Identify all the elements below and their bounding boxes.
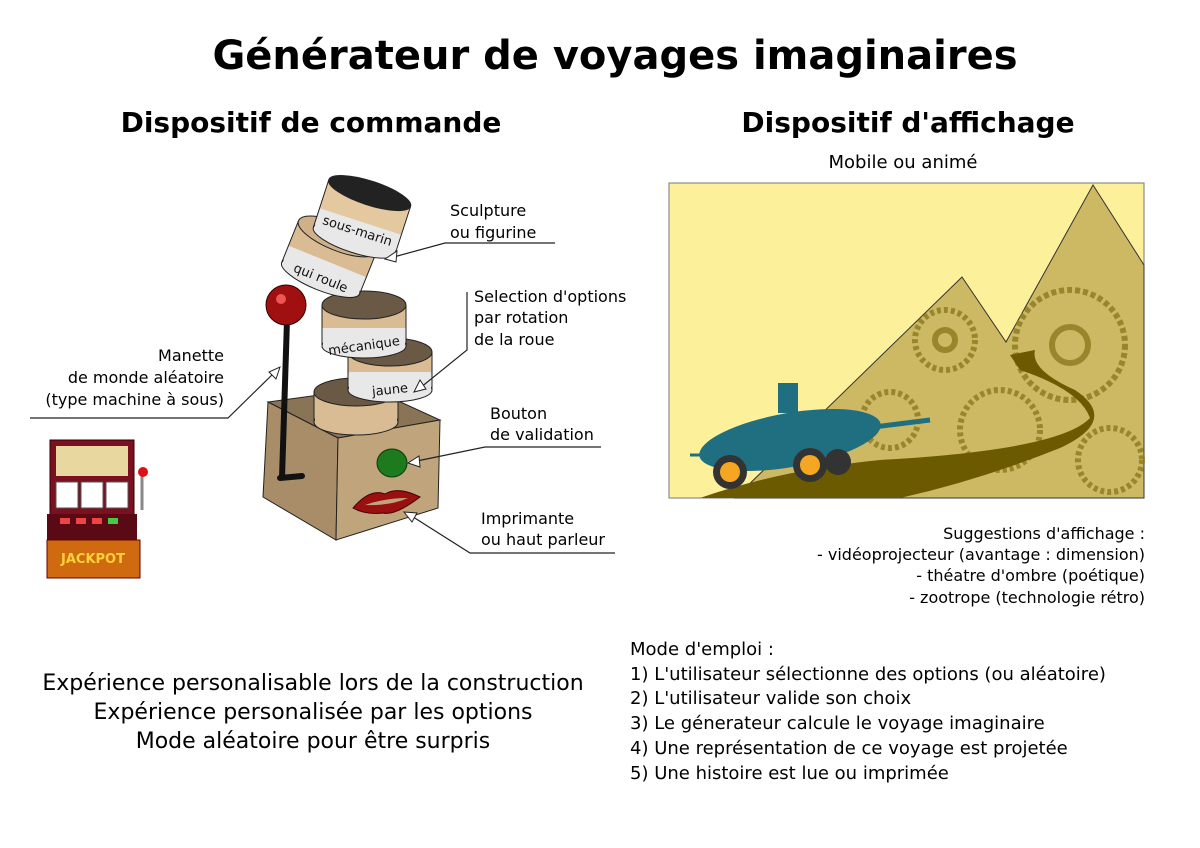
label-imprimante: Imprimante ou haut parleur: [402, 509, 615, 554]
wheel-sous-marin: sous-marin: [312, 175, 412, 259]
svg-text:Expérience personalisable lors: Expérience personalisable lors de la con…: [42, 671, 583, 696]
svg-text:3) Le génerateur calcule le vo: 3) Le génerateur calcule le voyage imagi…: [630, 713, 1045, 734]
svg-text:de validation: de validation: [490, 425, 594, 444]
svg-text:de la roue: de la roue: [474, 330, 554, 349]
validate-button: [376, 448, 408, 478]
label-manette: Manette de monde aléatoire (type machine…: [30, 346, 281, 419]
svg-text:Mode aléatoire pour être surpr: Mode aléatoire pour être surpris: [136, 729, 491, 754]
svg-text:Suggestions d'affichage :: Suggestions d'affichage :: [943, 524, 1145, 543]
svg-text:Bouton: Bouton: [490, 404, 547, 423]
svg-text:Expérience personalisée par le: Expérience personalisée par les options: [94, 700, 533, 725]
box-front: [335, 419, 441, 541]
right-subheading: Mobile ou animé: [829, 152, 978, 173]
svg-text:(type machine à sous): (type machine à sous): [45, 390, 224, 409]
svg-text:ou haut parleur: ou haut parleur: [481, 530, 605, 549]
lever: [265, 284, 307, 481]
svg-text:par rotation: par rotation: [474, 308, 568, 327]
display-image: [668, 182, 1145, 499]
svg-text:4) Une représentation de ce vo: 4) Une représentation de ce voyage est p…: [630, 738, 1068, 759]
jackpot-text: JACKPOT: [60, 552, 125, 567]
label-sculpture: Sculpture ou figurine: [383, 201, 555, 263]
svg-text:Selection d'options: Selection d'options: [474, 287, 626, 306]
label-selection: Selection d'options par rotation de la r…: [413, 287, 626, 393]
svg-text:- zootrope (technologie rétro): - zootrope (technologie rétro): [909, 588, 1145, 607]
slot-machine-image: JACKPOT: [46, 439, 148, 579]
mode-emploi: Mode d'emploi : 1) L'utilisateur sélecti…: [630, 639, 1106, 784]
svg-text:Manette: Manette: [158, 346, 224, 365]
svg-text:de monde aléatoire: de monde aléatoire: [68, 368, 224, 387]
svg-text:1) L'utilisateur sélectionne d: 1) L'utilisateur sélectionne des options…: [630, 664, 1106, 685]
right-heading: Dispositif d'affichage: [741, 106, 1074, 139]
left-heading: Dispositif de commande: [121, 106, 502, 139]
svg-text:ou figurine: ou figurine: [450, 223, 536, 242]
svg-text:- théatre d'ombre (poétique): - théatre d'ombre (poétique): [916, 566, 1145, 585]
svg-text:Imprimante: Imprimante: [481, 509, 574, 528]
lips-speaker: [365, 498, 408, 506]
control-device: jaune mécanique qui roule: [262, 175, 442, 541]
svg-text:Mode d'emploi :: Mode d'emploi :: [630, 639, 774, 660]
svg-text:- vidéoprojecteur (avantage :: - vidéoprojecteur (avantage : dimension): [817, 545, 1145, 564]
display-suggestions: Suggestions d'affichage : - vidéoproject…: [817, 524, 1145, 607]
submarine-vehicle: [690, 383, 931, 489]
wheel-mecanique: mécanique: [321, 290, 407, 359]
svg-text:2) L'utilisateur valide son ch: 2) L'utilisateur valide son choix: [630, 688, 911, 709]
wheel-label: jaune: [370, 381, 408, 400]
left-notes: Expérience personalisable lors de la con…: [42, 671, 583, 754]
label-bouton: Bouton de validation: [406, 404, 601, 468]
page-title: Générateur de voyages imaginaires: [212, 33, 1017, 79]
svg-text:Sculpture: Sculpture: [450, 201, 526, 220]
svg-text:5) Une histoire est lue ou imp: 5) Une histoire est lue ou imprimée: [630, 763, 949, 784]
